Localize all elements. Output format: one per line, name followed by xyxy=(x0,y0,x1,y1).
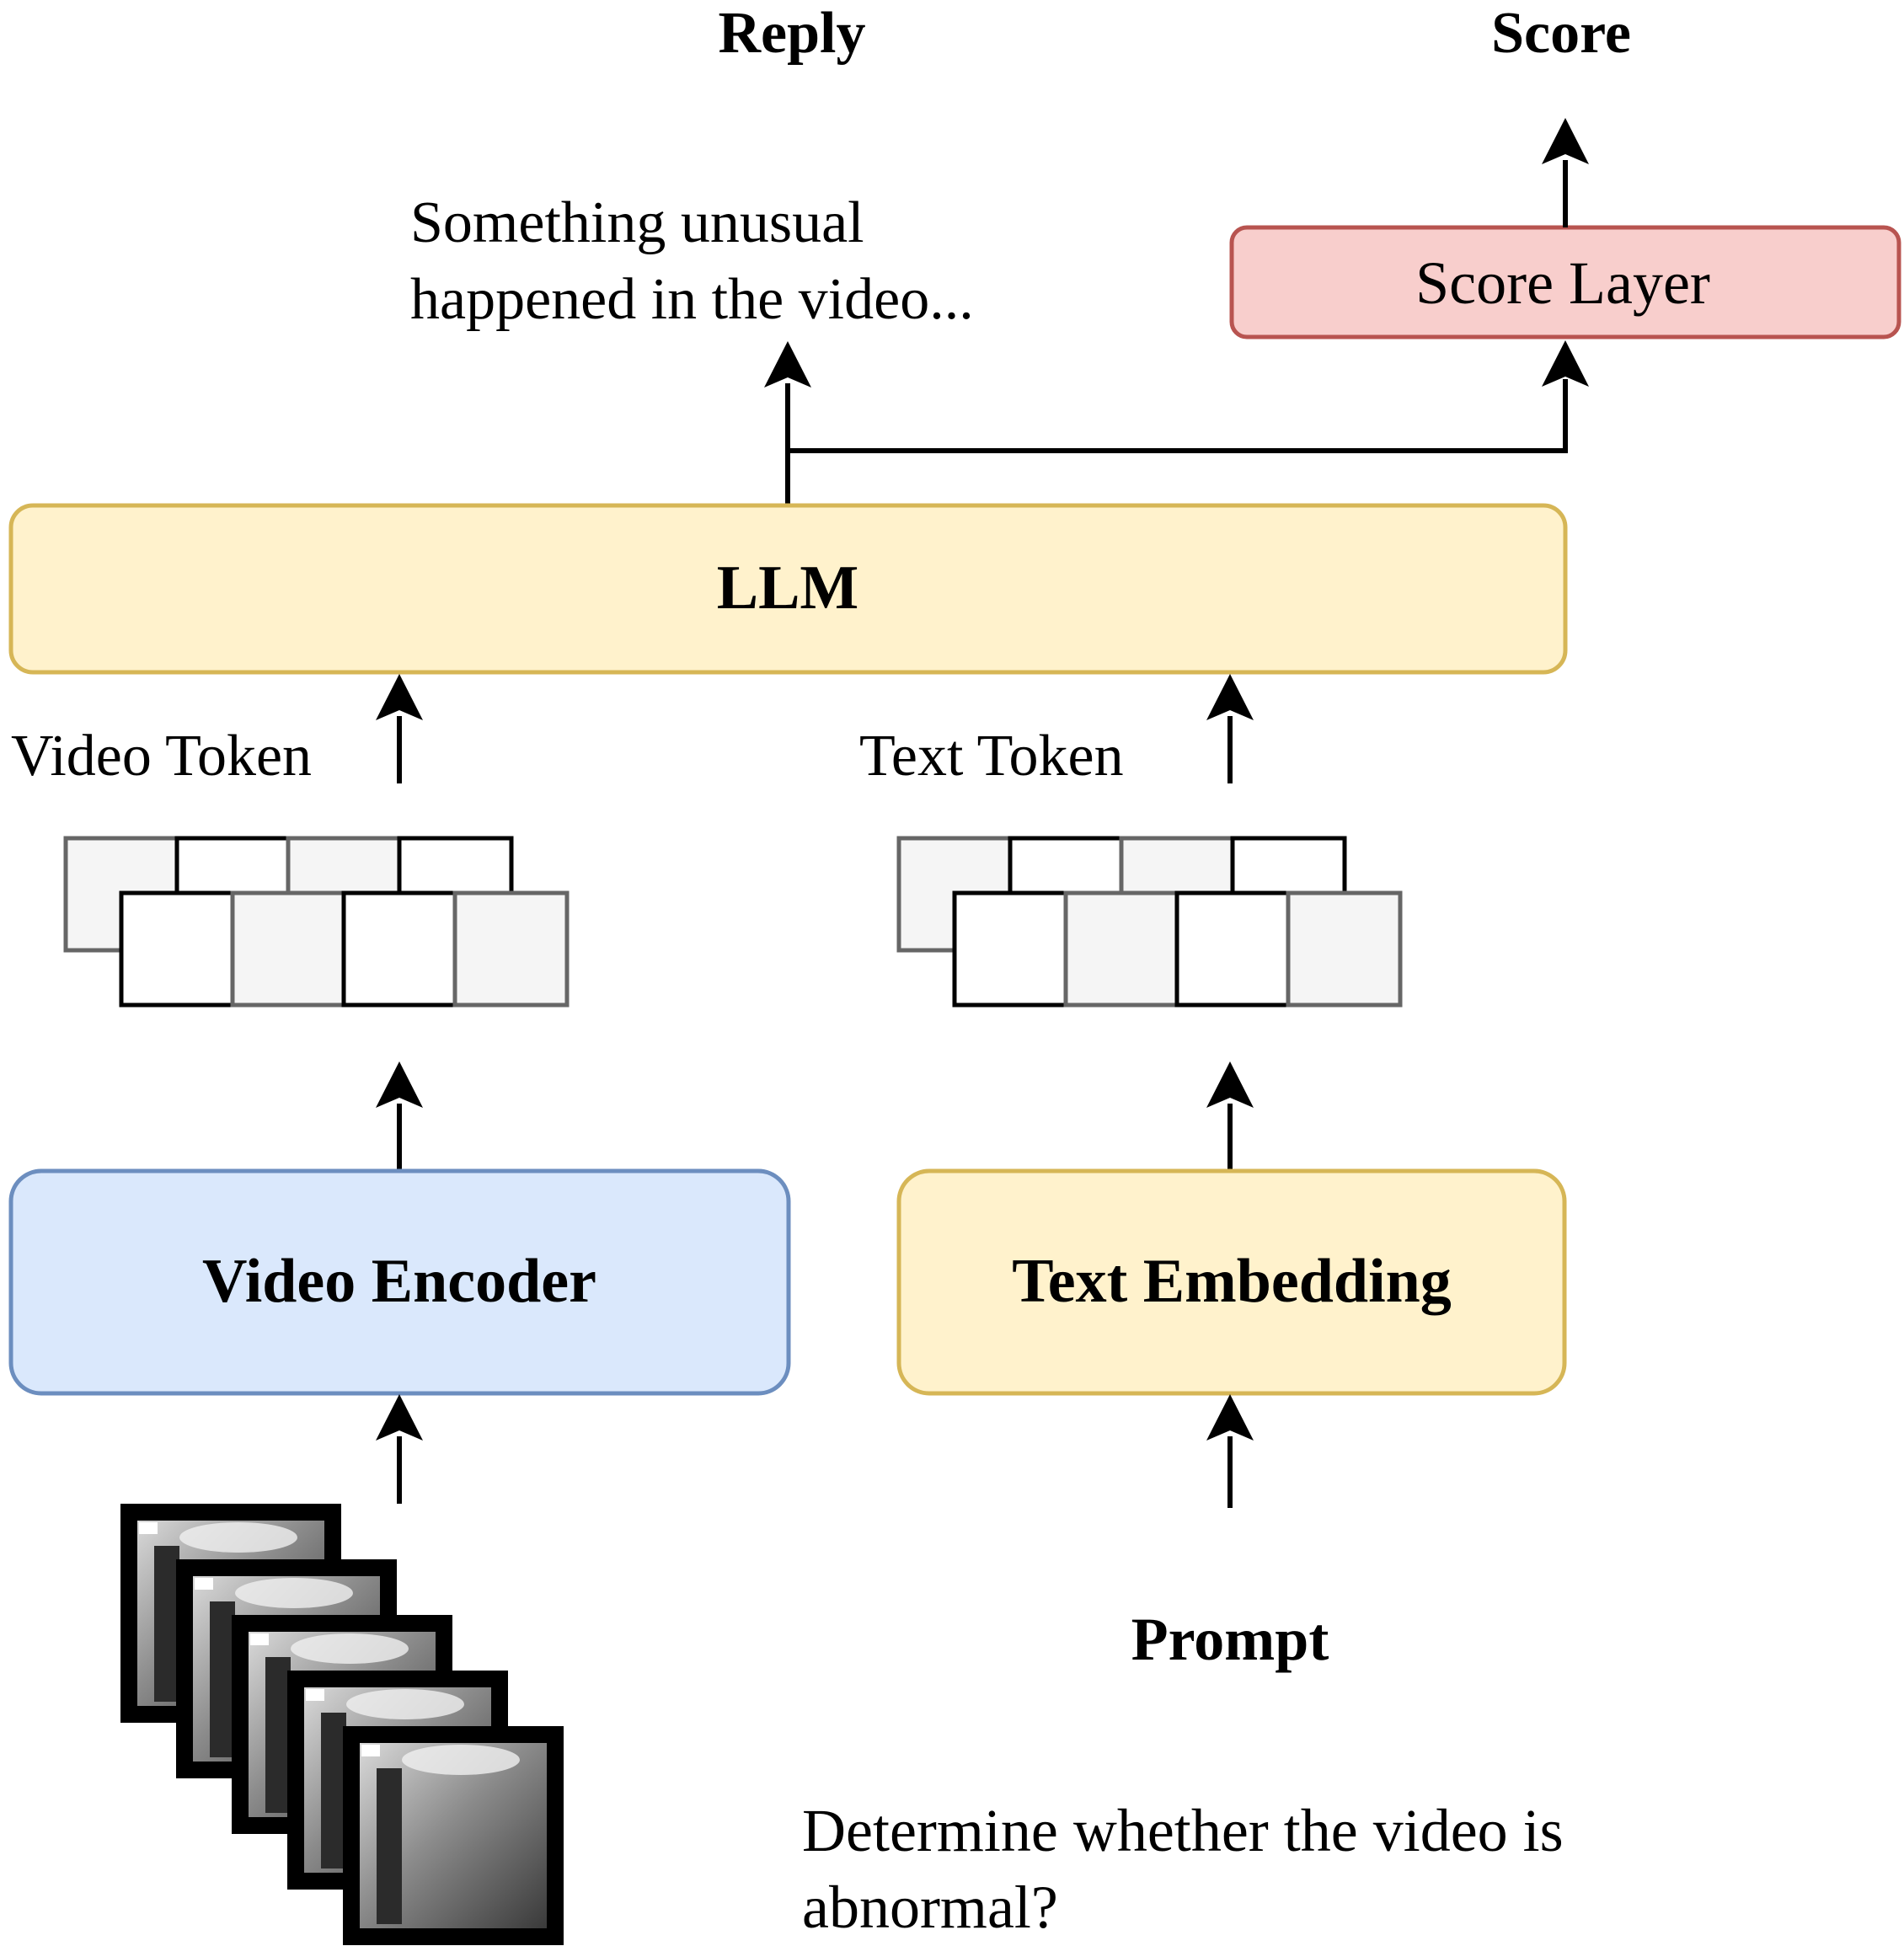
text-embedding-box xyxy=(896,1168,1567,1396)
video-encoder-box xyxy=(8,1168,791,1396)
reply-label: Reply xyxy=(719,1,866,66)
doorframe-shape xyxy=(154,1546,179,1702)
llm-block: LLM xyxy=(8,503,1568,675)
doorframe-shape xyxy=(321,1713,346,1868)
token-square-gray xyxy=(452,890,570,1008)
camera-overlay-mark xyxy=(306,1689,324,1701)
token-square-white xyxy=(952,890,1069,1008)
arrow-video-token-to-llm xyxy=(376,674,423,783)
camera-overlay-mark xyxy=(361,1745,380,1756)
prompt-text-line2: abnormal? xyxy=(802,1874,1058,1941)
ceiling-light-shape xyxy=(402,1745,520,1775)
score-layer-label: Score Layer xyxy=(1415,249,1710,317)
video-encoder-label: Video Encoder xyxy=(202,1247,596,1316)
reply-text-line2: happened in the video... xyxy=(410,267,974,332)
text-token-sequence xyxy=(896,836,1403,1008)
camera-overlay-mark xyxy=(195,1578,213,1590)
ceiling-light-shape xyxy=(235,1578,353,1608)
arrow-video-encoder-to-tokens xyxy=(376,1061,423,1171)
arrow-llm-to-score-layer xyxy=(1542,340,1589,387)
text-token-label: Text Token xyxy=(859,724,1124,789)
reply-text-line1: Something unusual xyxy=(410,190,864,255)
token-square-white xyxy=(119,890,236,1008)
prompt-text-line1: Determine whether the video is xyxy=(802,1797,1564,1864)
ceiling-light-shape xyxy=(346,1689,464,1719)
llm-label: LLM xyxy=(717,553,859,623)
arrow-text-embedding-to-tokens xyxy=(1206,1061,1254,1171)
score-label: Score xyxy=(1491,1,1631,66)
llm-box xyxy=(8,503,1568,675)
input-video-frames xyxy=(120,1504,564,1945)
arrow-score-layer-to-score xyxy=(1542,118,1589,227)
camera-overlay-mark xyxy=(139,1522,158,1534)
ceiling-light-shape xyxy=(179,1522,297,1553)
token-square-white xyxy=(341,890,458,1008)
doorframe-shape xyxy=(265,1657,291,1813)
token-square-gray xyxy=(230,890,347,1008)
token-square-gray xyxy=(1286,890,1403,1008)
score-layer-block: Score Layer xyxy=(1229,225,1901,339)
arrow-text-token-to-llm xyxy=(1206,674,1254,783)
token-square-white xyxy=(1174,890,1292,1008)
doorframe-shape xyxy=(377,1768,402,1924)
video-token-label: Video Token xyxy=(11,724,312,789)
arrow-prompt-to-text-embedding xyxy=(1206,1394,1254,1508)
video-token-sequence xyxy=(63,836,570,1008)
arrow-llm-to-reply xyxy=(764,341,811,455)
connector-llm-branch xyxy=(785,379,1568,505)
text-embedding-label: Text Embedding xyxy=(1012,1247,1452,1316)
camera-overlay-mark xyxy=(250,1633,269,1645)
video-frame xyxy=(343,1726,564,1945)
arrow-video-frames-to-encoder xyxy=(376,1394,423,1504)
text-embedding-block: Text Embedding xyxy=(896,1168,1567,1396)
ceiling-light-shape xyxy=(291,1633,409,1664)
video-encoder-block: Video Encoder xyxy=(8,1168,791,1396)
doorframe-shape xyxy=(210,1601,235,1757)
token-square-gray xyxy=(1063,890,1180,1008)
prompt-label: Prompt xyxy=(1131,1606,1329,1673)
